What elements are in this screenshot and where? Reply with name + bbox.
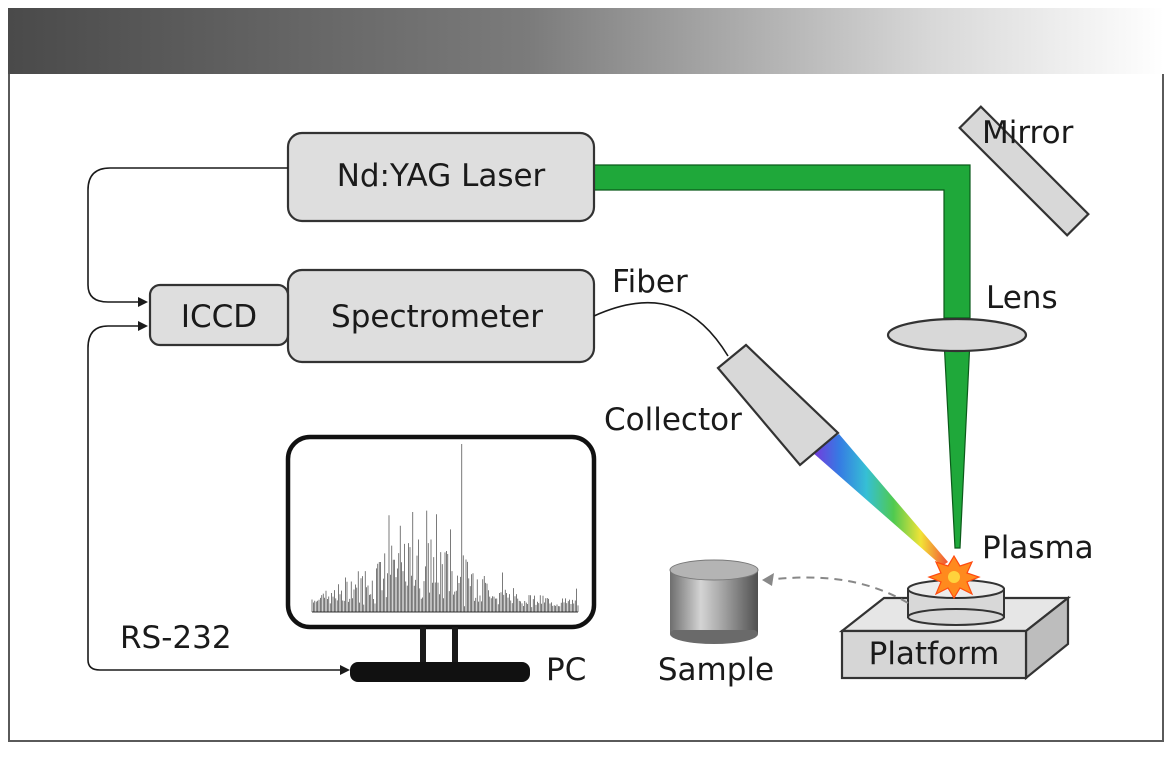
laser-label: Nd:YAG Laser [337,158,546,194]
figure-frame [8,74,1164,742]
fiber-cable [593,301,729,357]
collector-element [716,343,840,467]
mirror-label: Mirror [982,115,1074,151]
lens-label: Lens [986,280,1058,316]
spectrometer-label: Spectrometer [331,299,543,335]
sample-label: Sample [658,652,774,688]
plasma-core [948,571,960,583]
laser-box [286,131,596,223]
laser-beam [593,164,971,549]
rs232-label: RS-232 [120,620,232,656]
pc-label: PC [546,652,586,688]
plasma-label: Plasma [982,530,1094,566]
iccd-box [148,283,290,347]
collector-label: Collector [604,402,742,438]
pc-monitor [285,434,597,682]
emission-spectrum-plot [311,444,579,613]
mirror-element [958,105,1090,237]
iccd-label: ICCD [181,299,257,335]
platform-label: Platform [869,636,1000,672]
sample-transfer-arrow [765,576,909,604]
control-wires [87,167,350,675]
emission-light-cone [812,434,948,566]
fiber-label: Fiber [612,264,688,300]
header-gradient-bar [8,8,1164,74]
lens-element [886,317,1028,353]
sample-cylinder [669,559,759,644]
